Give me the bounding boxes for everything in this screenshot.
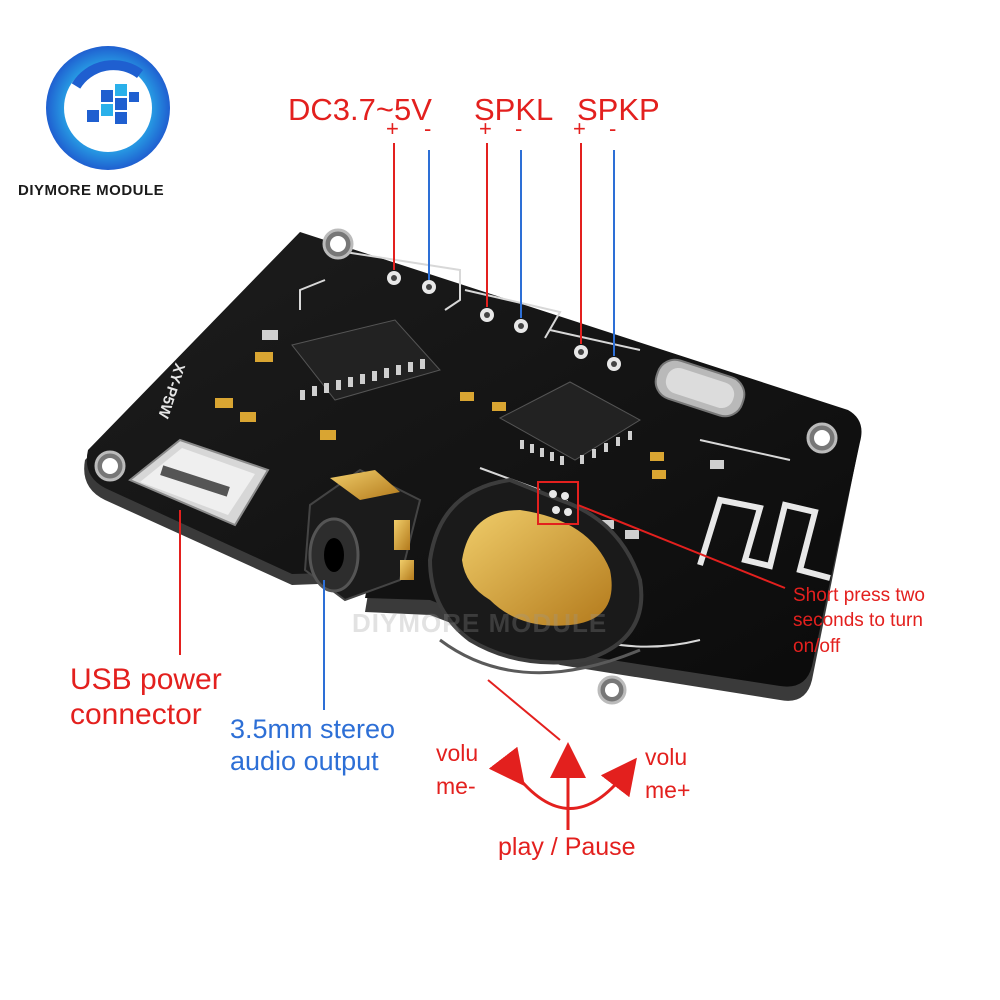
power-plus-label: + [386, 116, 399, 141]
mounting-holes [94, 228, 838, 705]
annotation-leader-lines [179, 504, 786, 741]
brand-logo-icon [46, 46, 170, 170]
solder-pads [387, 271, 621, 371]
board-watermark: DIYMORE MODULE [352, 608, 608, 638]
speaker-right-minus-label: - [609, 116, 617, 141]
bluetooth-chip [498, 381, 641, 465]
pcb-board [86, 232, 862, 687]
brand-name: DIYMORE MODULE [18, 182, 165, 199]
usb-annotation: USB power connector [70, 663, 222, 732]
volume-up-annotation: volu me+ [645, 744, 691, 804]
power-minus-label: - [424, 116, 432, 141]
speaker-left-label: SPKL [474, 92, 554, 127]
speaker-right-plus-label: + [573, 116, 586, 141]
antenna-trace [697, 496, 831, 581]
play-pause-annotation: play / Pause [498, 833, 636, 861]
pin-leader-lines [393, 143, 615, 356]
volume-down-annotation: volu me- [436, 740, 479, 800]
crystal-oscillator [654, 358, 746, 418]
amplifier-chip [291, 319, 441, 401]
speaker-left-plus-label: + [479, 116, 492, 141]
power-switch-annotation: Short press two seconds to turn on/off [793, 585, 925, 657]
power-switch-pads [537, 481, 579, 525]
audio-jack [303, 468, 422, 602]
speaker-right-label: SPKP [577, 92, 660, 127]
speaker-left-minus-label: - [515, 116, 523, 141]
rotary-dial [427, 477, 644, 675]
audio-output-annotation: 3.5mm stereo audio output [230, 714, 396, 776]
control-arrows [488, 742, 637, 830]
usb-connector [128, 438, 270, 527]
power-pin-label: DC3.7~5V [288, 92, 432, 127]
